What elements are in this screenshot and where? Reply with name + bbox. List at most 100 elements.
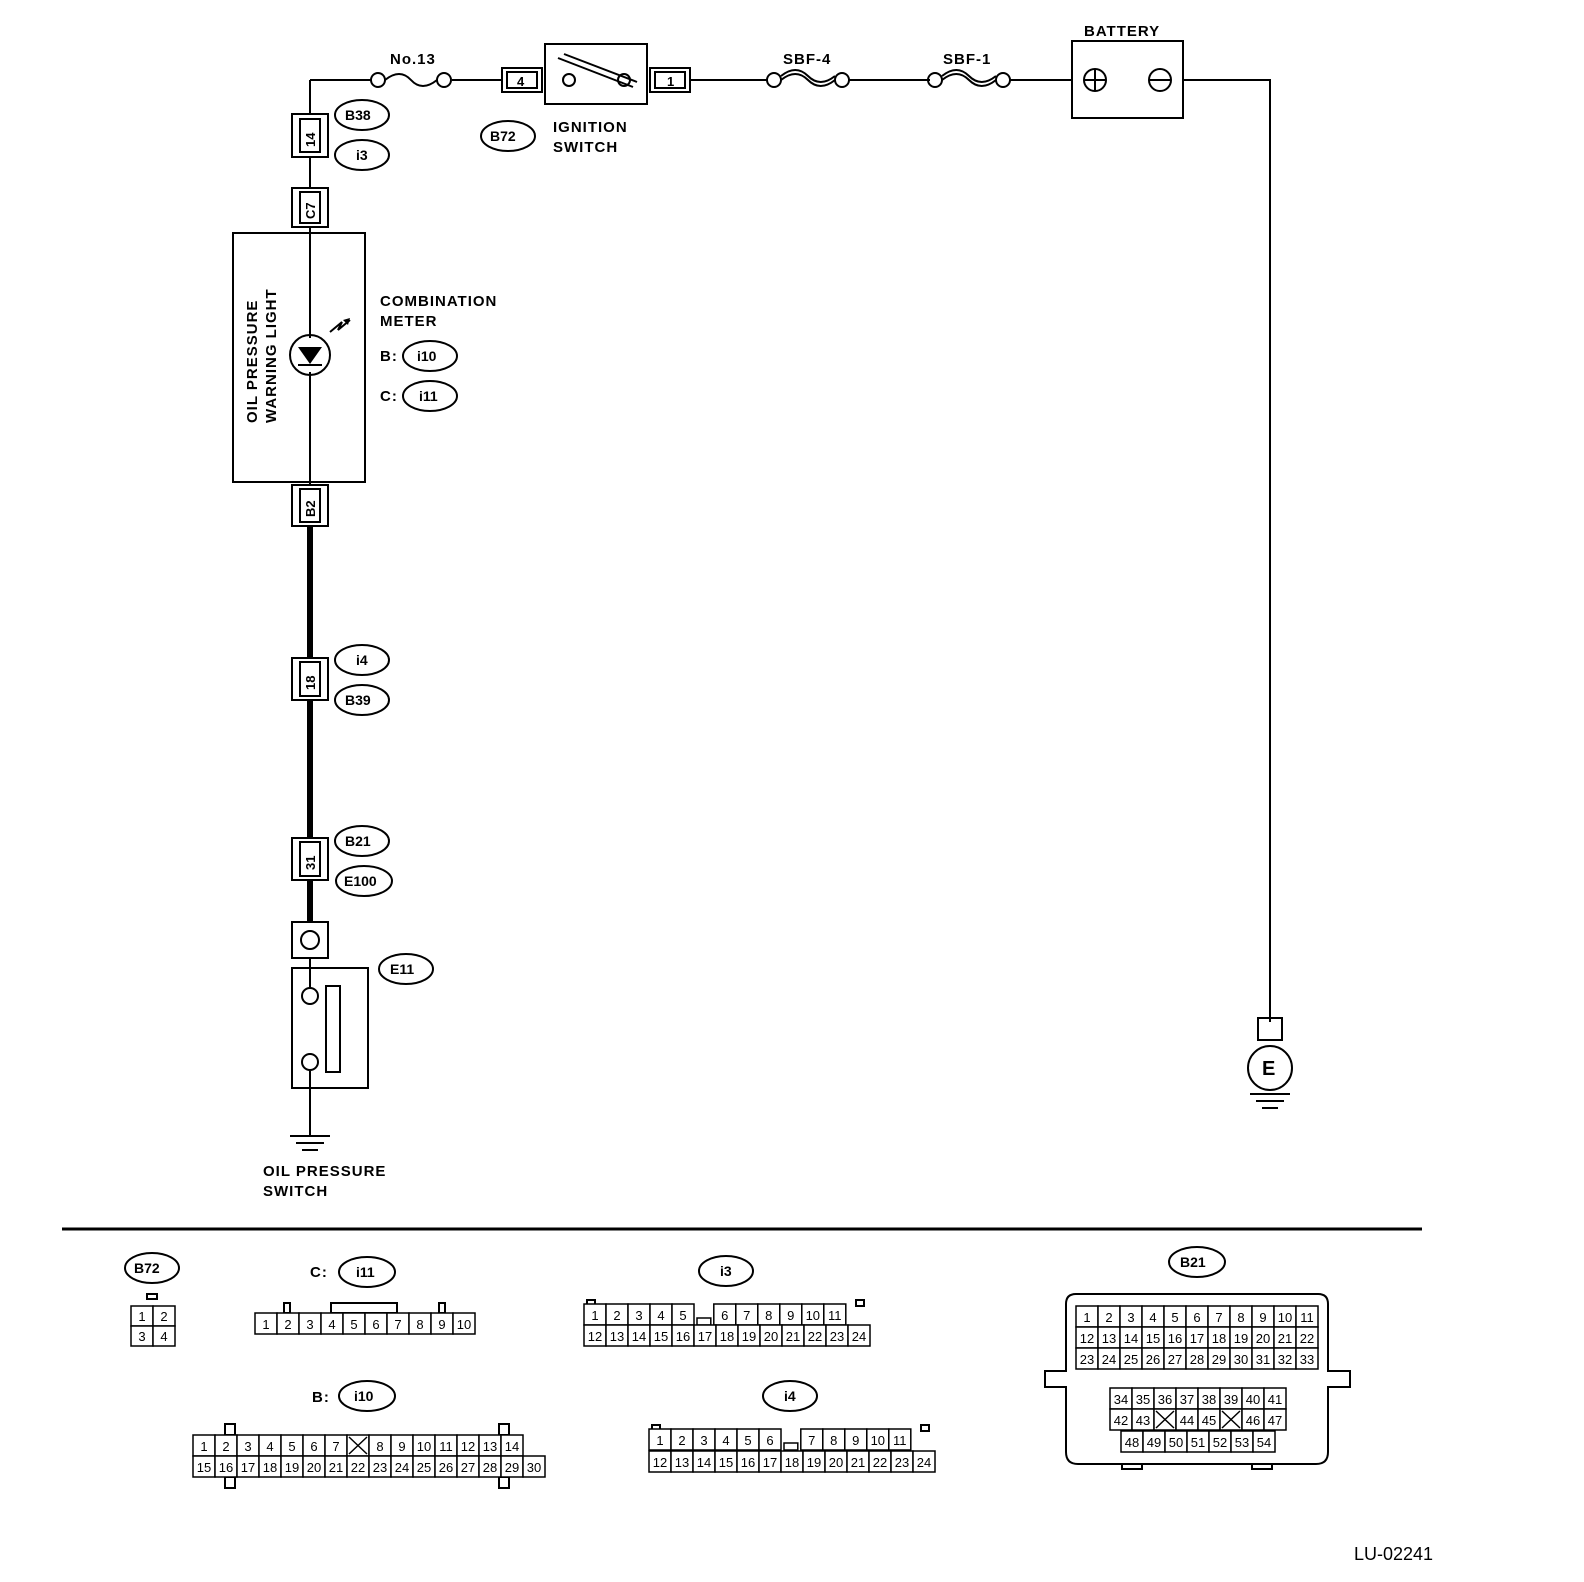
pin-number: 44 <box>1180 1413 1194 1428</box>
pin-number: 9 <box>398 1439 405 1454</box>
pin-number: 2 <box>678 1433 685 1448</box>
pin-cell <box>758 1428 782 1451</box>
pin-number: 38 <box>1202 1392 1216 1407</box>
pin-number: 12 <box>653 1455 667 1470</box>
pin-number: 7 <box>332 1439 339 1454</box>
ignition-switch-label-2: SWITCH <box>553 139 618 156</box>
pin-number: 16 <box>219 1460 233 1475</box>
pin-number: 10 <box>806 1308 820 1323</box>
pin-number: 26 <box>439 1460 453 1475</box>
oil-switch-label-2: SWITCH <box>263 1183 328 1200</box>
pin-number: 15 <box>1146 1331 1160 1346</box>
pin-number: 23 <box>895 1455 909 1470</box>
pin-number: 18 <box>263 1460 277 1475</box>
pin-number: 8 <box>830 1433 837 1448</box>
pin-number: 17 <box>241 1460 255 1475</box>
pin-number: 22 <box>808 1329 822 1344</box>
ground-e-label: E <box>1262 1058 1275 1080</box>
pin-number: 19 <box>807 1455 821 1470</box>
pin-number: 5 <box>288 1439 295 1454</box>
pin-number: 20 <box>1256 1331 1270 1346</box>
pin-number: 14 <box>1124 1331 1138 1346</box>
pin-number: 3 <box>138 1329 145 1344</box>
fuse-sbf1: SBF-1 <box>927 51 1011 88</box>
pin-number: 26 <box>1146 1352 1160 1367</box>
pin-number: 14 <box>632 1329 646 1344</box>
key-slot <box>783 1442 799 1451</box>
combination-meter-label-1: COMBINATION <box>380 293 497 310</box>
pin-number: 16 <box>676 1329 690 1344</box>
pin-cell <box>452 1312 476 1335</box>
pin-number: 53 <box>1235 1435 1249 1450</box>
pin-number: 17 <box>1190 1331 1204 1346</box>
pin-number: 11 <box>828 1308 842 1323</box>
pin-number: 6 <box>766 1433 773 1448</box>
ignition-terminal-1: 1 <box>667 74 674 89</box>
pin-number: 54 <box>1257 1435 1271 1450</box>
svg-text:18: 18 <box>303 676 318 690</box>
pin-number: 8 <box>1237 1310 1244 1325</box>
svg-text:i10: i10 <box>354 1388 374 1404</box>
pin-number: 22 <box>873 1455 887 1470</box>
pin-number: 3 <box>700 1433 707 1448</box>
pin-number: 2 <box>613 1308 620 1323</box>
pin-cell <box>1263 1408 1287 1431</box>
svg-text:i11: i11 <box>356 1264 375 1280</box>
terminal-b2: B2 <box>291 484 329 527</box>
tag-i11: i11 <box>419 388 438 404</box>
svg-text:i4: i4 <box>784 1388 796 1404</box>
tag-i10: i10 <box>417 348 437 364</box>
pin-number: 21 <box>786 1329 800 1344</box>
pin-number: 6 <box>721 1308 728 1323</box>
terminal-14: 14 B38 i3 <box>291 99 390 171</box>
pin-number: 3 <box>635 1308 642 1323</box>
pin-number: 16 <box>1168 1331 1182 1346</box>
combination-meter: OIL PRESSURE WARNING LIGHT COMBINATION M… <box>232 232 497 483</box>
svg-text:B21: B21 <box>1180 1254 1206 1270</box>
fuse-sbf4-label: SBF-4 <box>783 51 831 68</box>
pin-number: 18 <box>785 1455 799 1470</box>
warning-light-label-2: WARNING LIGHT <box>263 288 280 423</box>
tag-b38: B38 <box>345 107 371 123</box>
pin-number: 39 <box>1224 1392 1238 1407</box>
pin-number: 28 <box>483 1460 497 1475</box>
pin-number: 23 <box>1080 1352 1094 1367</box>
prefix-b: B: <box>380 348 398 365</box>
oil-switch-label-1: OIL PRESSURE <box>263 1163 386 1180</box>
pin-number: 4 <box>160 1329 167 1344</box>
svg-text:B72: B72 <box>134 1260 160 1276</box>
pin-number: 12 <box>461 1439 475 1454</box>
pin-number: 2 <box>222 1439 229 1454</box>
pin-number: 18 <box>1212 1331 1226 1346</box>
ignition-switch: 4 1 B72 IGNITION SWITCH <box>480 43 691 156</box>
pin-number: 15 <box>197 1460 211 1475</box>
pin-number: 1 <box>138 1309 145 1324</box>
terminal-18: 18 i4 B39 <box>291 644 390 716</box>
pin-number: 2 <box>1105 1310 1112 1325</box>
pin-number: 9 <box>852 1433 859 1448</box>
pin-number: 11 <box>439 1439 453 1454</box>
wires <box>307 79 1271 1136</box>
svg-text:B:: B: <box>312 1389 330 1406</box>
unused-pin <box>348 1436 368 1455</box>
pin-cell <box>522 1455 546 1478</box>
pin-number: 48 <box>1125 1435 1139 1450</box>
warning-light-label-1: OIL PRESSURE <box>244 300 261 423</box>
pin-number: 35 <box>1136 1392 1150 1407</box>
pin-number: 37 <box>1180 1392 1194 1407</box>
pin-number: 24 <box>1102 1352 1116 1367</box>
pin-number: 9 <box>1259 1310 1266 1325</box>
pin-cell <box>1295 1347 1319 1370</box>
oil-pressure-switch: E11 OIL PRESSURE SWITCH <box>263 921 434 1200</box>
pin-number: 8 <box>416 1317 423 1332</box>
pin-number: 30 <box>527 1460 541 1475</box>
pin-number: 13 <box>1102 1331 1116 1346</box>
key-slot <box>696 1317 712 1326</box>
tag-i4: i4 <box>356 652 368 668</box>
pin-number: 6 <box>310 1439 317 1454</box>
pin-number: 8 <box>376 1439 383 1454</box>
pin-number: 6 <box>372 1317 379 1332</box>
tag-b72: B72 <box>490 128 516 144</box>
